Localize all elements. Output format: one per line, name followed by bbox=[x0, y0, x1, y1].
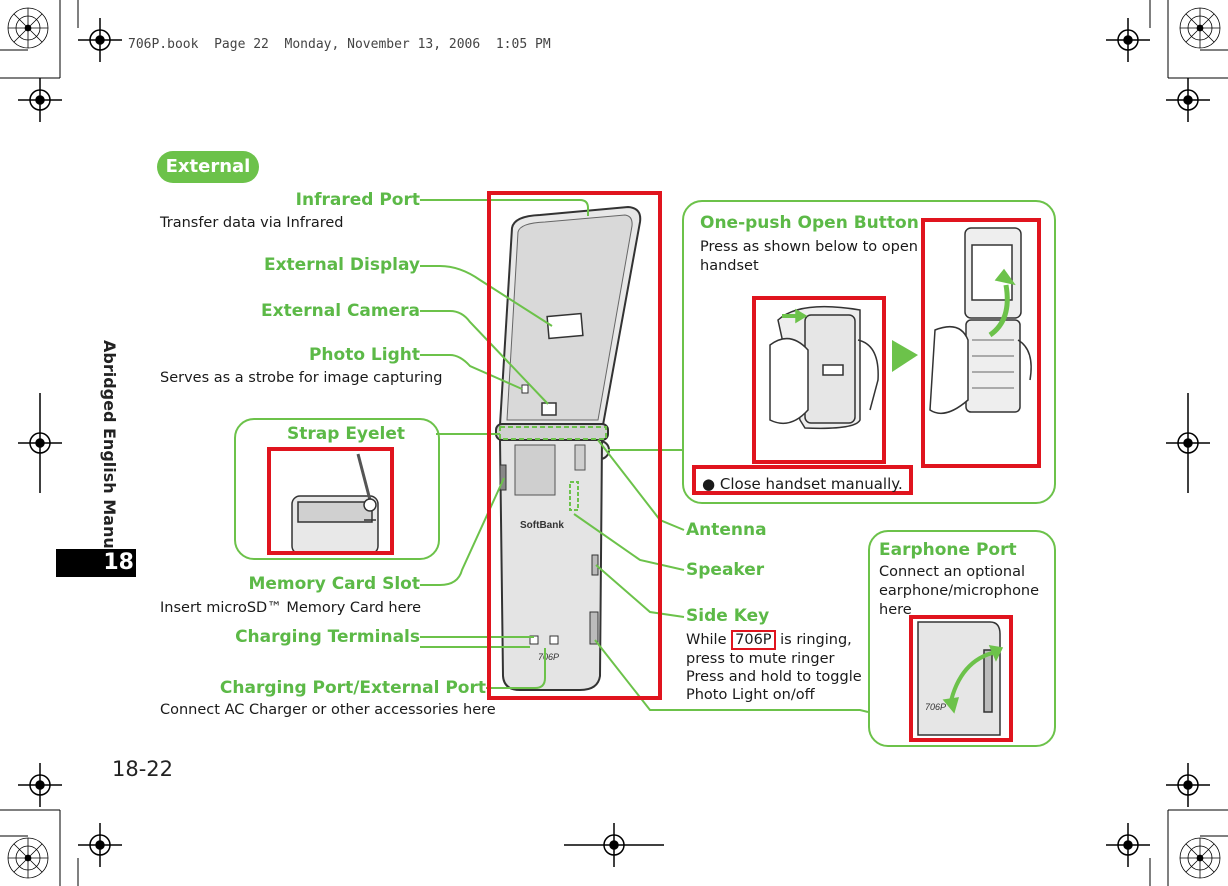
highlight-earphone bbox=[909, 615, 1013, 742]
close-handset-note: ● Close handset manually. bbox=[692, 465, 913, 495]
charging-port-desc: Connect AC Charger or other accessories … bbox=[160, 702, 496, 718]
highlight-strap-eyelet bbox=[267, 447, 394, 555]
chapter-number: 18 bbox=[103, 550, 134, 575]
earphone-leader bbox=[594, 639, 869, 713]
external-camera-lens bbox=[541, 402, 557, 416]
memory-card-slot-label: Memory Card Slot bbox=[248, 574, 420, 594]
memory-card-slot-graphic bbox=[499, 464, 507, 491]
side-key-desc-3: Press and hold to toggle bbox=[686, 669, 862, 685]
external-display-window bbox=[546, 312, 584, 340]
port-leader bbox=[486, 648, 546, 689]
phone-brand-mark: SoftBank bbox=[520, 520, 564, 531]
infrared-port-desc: Transfer data via Infrared bbox=[160, 215, 344, 231]
charging-terminals-label: Charging Terminals bbox=[235, 627, 420, 647]
charging-port-graphic bbox=[589, 611, 599, 645]
starburst-marks bbox=[7, 7, 1221, 879]
book-header-text: 706P.book Page 22 Monday, November 13, 2… bbox=[128, 37, 551, 52]
antenna-label: Antenna bbox=[686, 520, 767, 540]
phone-model-mark: 706P bbox=[538, 652, 559, 662]
close-handset-note-text: Close handset manually. bbox=[719, 475, 903, 493]
side-key-leader bbox=[595, 564, 685, 618]
strap-eyelet-illustration bbox=[291, 453, 379, 555]
side-key-graphic bbox=[591, 554, 599, 576]
phone-bottom-half bbox=[498, 439, 604, 691]
side-key-desc-post: is ringing, bbox=[775, 632, 852, 648]
photo-light-label: Photo Light bbox=[308, 345, 420, 365]
chapter-number-box: 18 bbox=[56, 549, 136, 577]
page-number: 18-22 bbox=[112, 757, 174, 781]
side-key-desc-1: While 706P is ringing, bbox=[686, 630, 852, 650]
earphone-port-desc-3: here bbox=[879, 602, 912, 618]
memory-leader bbox=[420, 477, 505, 586]
arrow-right-icon bbox=[892, 340, 918, 372]
bullet-icon: ● bbox=[702, 475, 716, 493]
earphone-port-illustration: 706P bbox=[917, 621, 1004, 736]
display-leader bbox=[420, 265, 553, 327]
external-camera-label: External Camera bbox=[261, 301, 420, 321]
photo-light-leader bbox=[420, 354, 523, 390]
charging-port-label: Charging Port/External Port bbox=[219, 678, 486, 698]
photo-light-desc: Serves as a strobe for image capturing bbox=[160, 370, 443, 386]
memory-card-slot-desc: Insert microSD™ Memory Card here bbox=[160, 600, 422, 616]
speaker-label: Speaker bbox=[686, 560, 765, 580]
speaker-leader bbox=[573, 513, 685, 571]
side-key-desc-4: Photo Light on/off bbox=[686, 687, 815, 703]
registration-targets bbox=[18, 18, 1210, 867]
earphone-model-mark: 706P bbox=[925, 702, 946, 712]
one-push-desc-2: handset bbox=[700, 258, 759, 274]
highlight-open-handset bbox=[921, 218, 1041, 468]
side-key-desc-2: press to mute ringer bbox=[686, 651, 835, 667]
camera-leader bbox=[420, 310, 549, 405]
section-title: External bbox=[157, 151, 259, 183]
infrared-port-label: Infrared Port bbox=[295, 190, 420, 210]
one-push-desc-1: Press as shown below to open bbox=[700, 239, 918, 255]
side-key-desc-pre: While bbox=[686, 632, 732, 648]
infrared-leader bbox=[420, 199, 589, 216]
model-tag: 706P bbox=[731, 630, 776, 650]
highlight-phone-main bbox=[487, 191, 662, 700]
external-display-label: External Display bbox=[263, 255, 420, 275]
highlight-closed-handset bbox=[752, 296, 886, 464]
earphone-port-desc-1: Connect an optional bbox=[879, 564, 1026, 580]
one-push-illustration-open bbox=[929, 227, 1032, 415]
earphone-port-label: Earphone Port bbox=[879, 540, 1017, 560]
one-push-illustration-closed bbox=[769, 305, 879, 430]
side-key-label: Side Key bbox=[686, 606, 770, 626]
strap-eyelet-label: Strap Eyelet bbox=[287, 424, 406, 444]
earphone-port-desc-2: earphone/microphone bbox=[879, 583, 1040, 599]
one-push-label: One-push Open Button bbox=[700, 213, 919, 233]
